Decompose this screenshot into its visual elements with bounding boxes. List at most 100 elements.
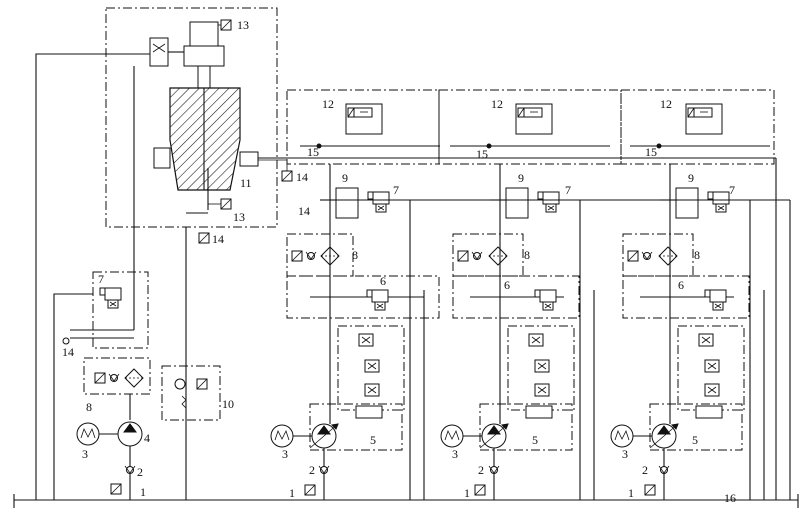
label-14-left: 14: [62, 345, 74, 359]
unit-a: [270, 89, 440, 500]
label-4: 4: [144, 431, 150, 445]
label-1-b: 1: [464, 486, 470, 500]
switch-7-b-icon: [537, 191, 560, 213]
check-a-icon: [305, 251, 317, 260]
prop-valve-12-a-icon: [345, 103, 383, 135]
switch-7-c-icon: [707, 191, 730, 213]
sensor-14b-icon: [198, 232, 210, 244]
block-5-c-spool3-icon: [704, 383, 720, 397]
label-8-left: 8: [86, 400, 92, 414]
label-15-a: 15: [307, 145, 319, 159]
filter-sensor-left-icon: [94, 372, 106, 384]
label-14-mid: 14: [298, 204, 310, 218]
check-c-icon: [641, 251, 653, 260]
block-5-a-spool2-icon: [364, 359, 380, 373]
var-pump-b-icon: [479, 423, 509, 449]
switch-7-a-icon: [367, 191, 390, 213]
label-5-c: 5: [692, 433, 698, 447]
sensor-13b-icon: [220, 198, 232, 210]
block-5-c-spool1-icon: [698, 333, 714, 347]
label-7-a: 7: [393, 183, 399, 197]
check-2-left-icon: [124, 465, 136, 474]
label-8-b: 8: [524, 248, 530, 262]
label-2-c: 2: [642, 463, 648, 477]
label-13-top: 13: [237, 18, 249, 32]
source-1-left-icon: [110, 483, 122, 495]
filter-8-c-icon: [658, 246, 678, 266]
die-body: [169, 87, 241, 191]
label-11: 11: [240, 176, 252, 190]
label-3-c: 3: [622, 447, 628, 461]
source-1-a-icon: [304, 484, 316, 496]
label-12-a: 12: [322, 97, 334, 111]
motor-3-a-icon: [270, 424, 294, 448]
block-5-a-spool3-icon: [364, 383, 380, 397]
label-7-left: 7: [98, 272, 104, 286]
sensor-13-icon: [220, 19, 232, 31]
label-9-a: 9: [342, 171, 348, 185]
label-3-a: 3: [282, 447, 288, 461]
label-13-bottom: 13: [233, 210, 245, 224]
label-6-b: 6: [504, 278, 510, 292]
relief-6-b-icon: [534, 289, 557, 311]
filter-8-b-icon: [488, 246, 508, 266]
check-left-icon: [108, 373, 120, 382]
label-16: 16: [724, 491, 736, 505]
label-8-c: 8: [694, 248, 700, 262]
label-14-bottom: 14: [212, 232, 224, 246]
filter-8-left-icon: [124, 368, 144, 388]
block-5-b-spool3-icon: [534, 383, 550, 397]
prop-valve-12-c-icon: [685, 103, 723, 135]
check-2-c-icon: [658, 465, 670, 474]
filter-sensor-c-icon: [627, 250, 639, 262]
label-7-b: 7: [565, 183, 571, 197]
block-5-b-spool1-icon: [528, 333, 544, 347]
check-2-a-icon: [318, 465, 330, 474]
label-15-b: 15: [476, 147, 488, 161]
label-1-left: 1: [140, 485, 146, 499]
label-5-a: 5: [370, 433, 376, 447]
label-8-a: 8: [352, 248, 358, 262]
label-10: 10: [222, 397, 234, 411]
press-cylinder-group: [105, 7, 293, 244]
label-3-b: 3: [452, 447, 458, 461]
label-9-b: 9: [518, 171, 524, 185]
label-9-c: 9: [688, 171, 694, 185]
label-12-c: 12: [660, 97, 672, 111]
label-2-left: 2: [137, 465, 143, 479]
gauge-sensor-icon: [196, 378, 208, 390]
pump-4-left-icon: [117, 421, 143, 447]
var-pump-a-icon: [309, 423, 339, 449]
label-5-b: 5: [532, 433, 538, 447]
source-1-b-icon: [474, 484, 486, 496]
check-b-icon: [471, 251, 483, 260]
label-12-b: 12: [491, 97, 503, 111]
relief-6-a-icon: [366, 289, 389, 311]
label-1-a: 1: [289, 486, 295, 500]
label-2-b: 2: [478, 463, 484, 477]
filter-sensor-b-icon: [457, 250, 469, 262]
pressure-switch-7-left-icon: [99, 287, 122, 309]
source-1-c-icon: [644, 484, 656, 496]
prop-valve-12-b-icon: [515, 103, 553, 135]
block-5-a-spool1-icon: [358, 333, 374, 347]
label-14-a: 14: [296, 170, 308, 184]
relief-6-c-icon: [704, 289, 727, 311]
var-pump-c-icon: [649, 423, 679, 449]
motor-3-b-icon: [440, 424, 464, 448]
label-3-left: 3: [82, 447, 88, 461]
unit-c: [610, 89, 775, 500]
label-1-c: 1: [628, 486, 634, 500]
motor-3-c-icon: [610, 424, 634, 448]
check-2-b-icon: [488, 465, 500, 474]
callout-labels: 13 11 14 13 14 14 7 14 8 10 4 3 2 1 12 1…: [62, 18, 736, 505]
motor-3-left-icon: [76, 422, 100, 446]
label-2-a: 2: [309, 463, 315, 477]
label-7-c: 7: [729, 183, 735, 197]
filter-sensor-a-icon: [291, 250, 303, 262]
label-15-c: 15: [645, 145, 657, 159]
block-5-c-spool2-icon: [704, 359, 720, 373]
cylinder-enclosure: [105, 7, 278, 228]
